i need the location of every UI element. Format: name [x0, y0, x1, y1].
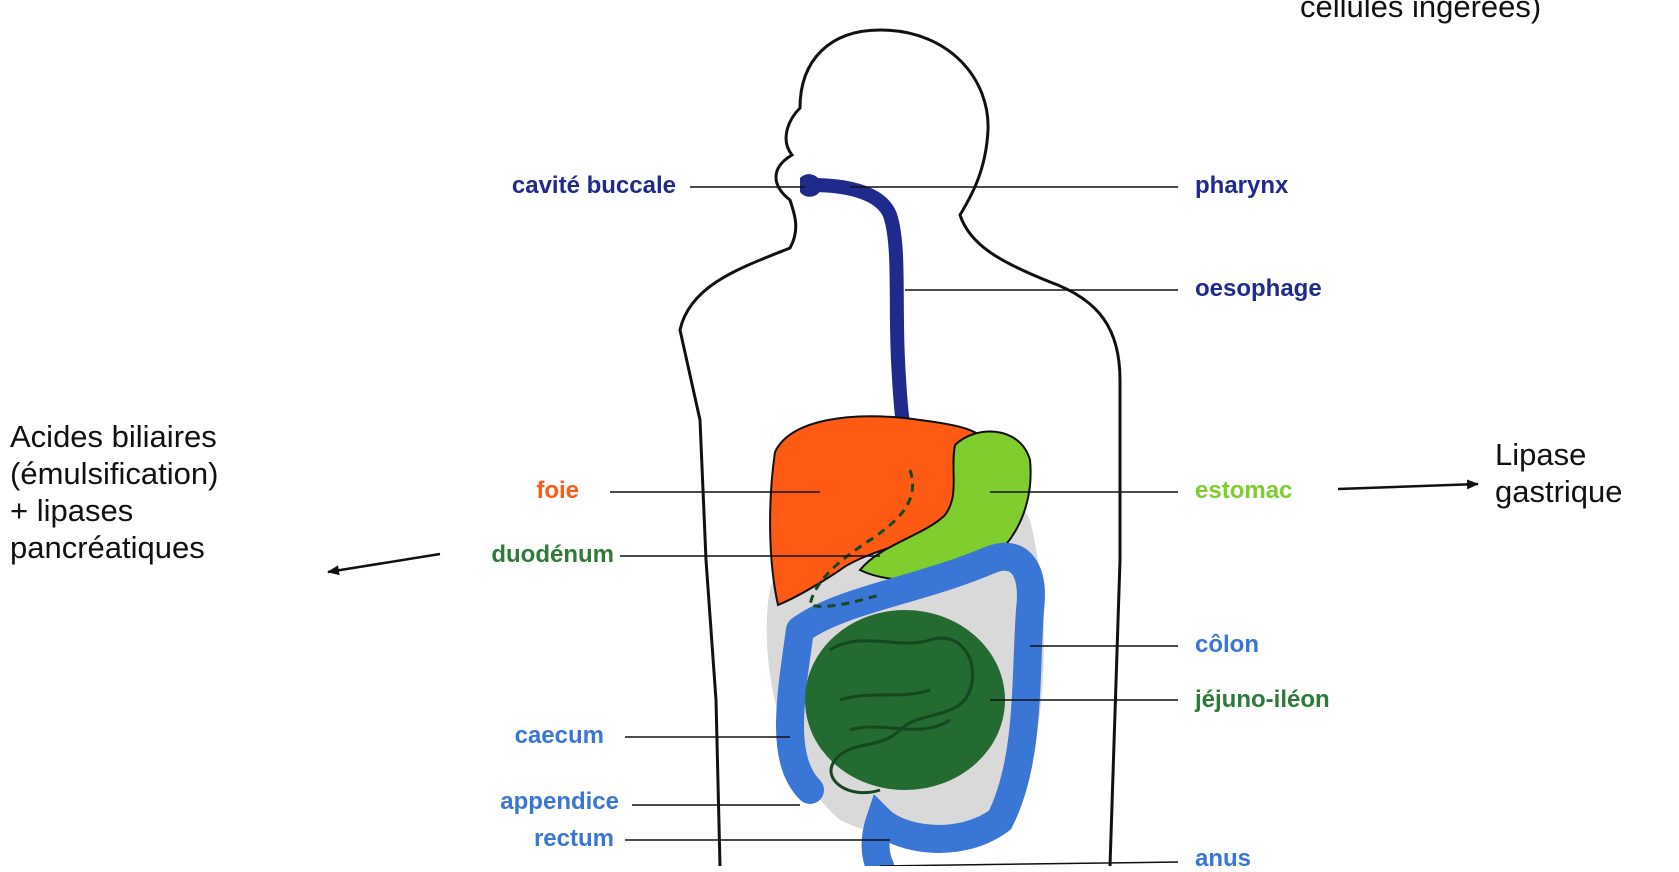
mouth-shape	[800, 174, 822, 197]
annotation-right-line-1: Lipase	[1495, 436, 1623, 473]
label-duodenum: duodénum	[491, 543, 614, 567]
right-arrow	[1338, 484, 1478, 489]
label-estomac: estomac	[1195, 479, 1292, 503]
label-pharynx: pharynx	[1195, 174, 1288, 198]
label-foie: foie	[536, 479, 579, 503]
label-colon: côlon	[1195, 633, 1259, 657]
label-appendice: appendice	[500, 790, 619, 814]
annotation-left-line-1: Acides biliaires	[10, 418, 218, 455]
label-cavite-buccale: cavité buccale	[512, 174, 676, 198]
annotation-right-line-2: gastrique	[1495, 473, 1623, 510]
label-jejuno-ileon: jéjuno-iléon	[1195, 688, 1330, 712]
annotation-left-line-3: + lipases	[10, 492, 218, 529]
annotation-left: Acides biliaires (émulsification) + lipa…	[10, 418, 218, 566]
label-caecum: caecum	[515, 724, 604, 748]
label-anus: anus	[1195, 847, 1251, 871]
annotation-left-line-4: pancréatiques	[10, 529, 218, 566]
annotation-right: Lipase gastrique	[1495, 436, 1623, 510]
annotation-top-right: cellules ingérées)	[1300, 0, 1541, 25]
label-rectum: rectum	[534, 827, 614, 851]
label-oesophage: oesophage	[1195, 277, 1322, 301]
left-arrow	[328, 554, 440, 572]
annotation-left-line-2: (émulsification)	[10, 455, 218, 492]
